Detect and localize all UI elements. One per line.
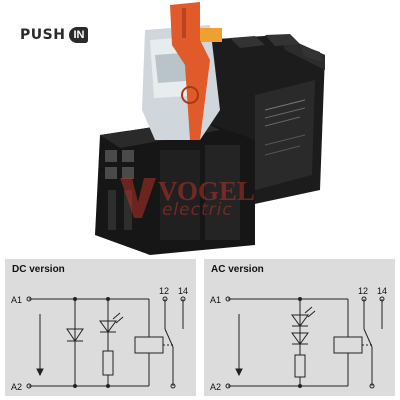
relay-product-photo — [95, 2, 325, 255]
ac-version-panel: AC version A1 A2 12 14 — [204, 259, 395, 396]
ac-circuit-diagram: A1 A2 12 14 — [210, 286, 387, 392]
ac-contact-14: 14 — [377, 286, 387, 296]
vogel-v-mark-icon — [120, 178, 156, 218]
vogel-electric-watermark: VOGEL electric — [118, 176, 288, 224]
dc-terminal-a1: A1 — [11, 295, 22, 305]
watermark-brand: VOGEL — [158, 176, 255, 206]
watermark-subtitle: electric — [162, 200, 233, 220]
ac-terminal-a1: A1 — [210, 295, 221, 305]
dc-version-panel: DC version A1 A2 12 14 — [5, 259, 196, 396]
dc-contact-14: 14 — [178, 286, 188, 296]
dc-terminal-a2: A2 — [11, 382, 22, 392]
dc-panel-title: DC version — [12, 264, 65, 275]
push-in-logo: PUSH IN — [20, 24, 89, 46]
ac-contact-12: 12 — [358, 286, 368, 296]
dc-circuit-diagram: A1 A2 12 14 — [11, 286, 188, 392]
logo-badge: IN — [69, 27, 89, 43]
dc-contact-12: 12 — [159, 286, 169, 296]
ac-panel-title: AC version — [211, 264, 264, 275]
ac-terminal-a2: A2 — [210, 382, 221, 392]
logo-word: PUSH — [20, 27, 66, 43]
